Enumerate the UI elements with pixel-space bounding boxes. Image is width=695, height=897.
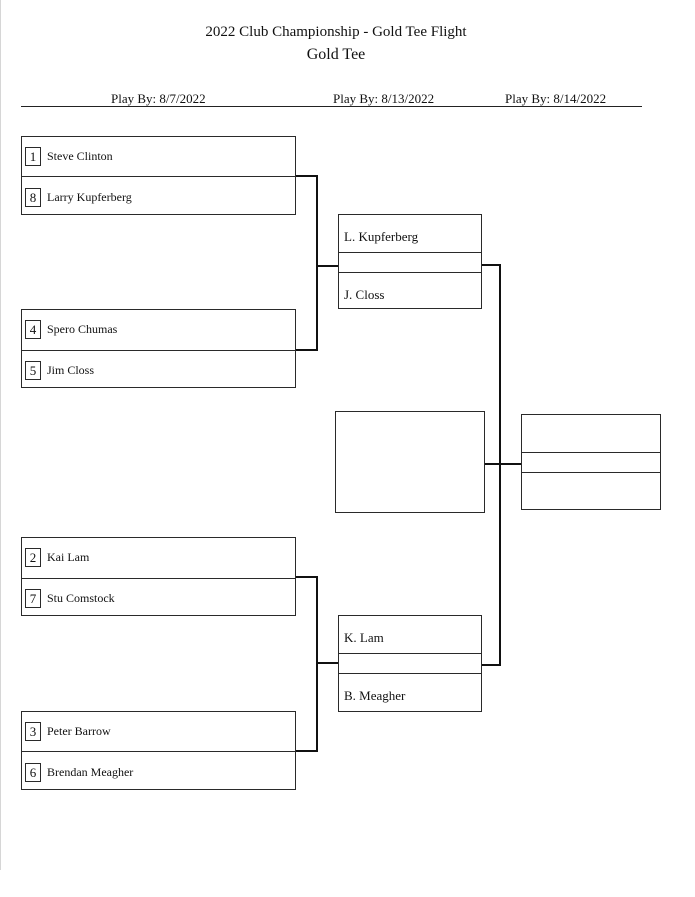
champion-divider [522,472,660,473]
seed-badge: 6 [25,763,41,782]
semifinalist-name: J. Closs [344,287,385,302]
bracket-connector [296,349,317,351]
bracket-connector [316,576,318,752]
header-rule [21,106,642,107]
round1-play-by: Play By: 8/7/2022 [111,91,206,106]
player-name: Stu Comstock [47,591,115,605]
champion-box [521,414,661,510]
semifinal-2-box: K. Lam B. Meagher [338,615,482,712]
seed-badge: 4 [25,320,41,339]
round3-play-by: Play By: 8/14/2022 [505,91,607,106]
semifinal-1-box: L. Kupferberg J. Closs [338,214,482,309]
seed-badge: 3 [25,722,41,741]
bracket-connector [499,264,501,666]
match-divider [339,673,481,674]
bracket-connector [316,175,318,351]
seed-badge: 8 [25,188,41,207]
bracket-connector [316,662,338,664]
seed-badge: 2 [25,548,41,567]
match-divider [22,350,295,351]
player-name: Kai Lam [47,550,90,564]
match-divider [339,653,481,654]
match-divider [339,272,481,273]
seed-badge: 7 [25,589,41,608]
bracket-connector [482,264,501,266]
player-name: Jim Closs [47,363,95,377]
seed-badge: 1 [25,147,41,166]
bracket-connector [296,750,317,752]
page-edge [0,0,1,870]
bracket-subtitle: Gold Tee [306,46,366,63]
bracket-connector [296,576,317,578]
player-name: Spero Chumas [47,322,118,336]
match-divider [22,578,295,579]
semifinalist-name: B. Meagher [344,688,406,703]
player-name: Larry Kupferberg [47,190,132,204]
match-2-box: 4 Spero Chumas 5 Jim Closs [21,309,296,388]
semifinalist-name: K. Lam [344,630,384,645]
match-divider [22,751,295,752]
round2-play-by: Play By: 8/13/2022 [333,91,435,106]
match-1-box: 1 Steve Clinton 8 Larry Kupferberg [21,136,296,215]
match-3-box: 2 Kai Lam 7 Stu Comstock [21,537,296,616]
player-name: Steve Clinton [47,149,113,163]
player-name: Brendan Meagher [47,765,134,779]
bracket-connector [316,265,338,267]
bracket-connector [482,664,501,666]
seed-badge: 5 [25,361,41,380]
bracket-title: 2022 Club Championship - Gold Tee Flight [205,24,467,40]
semifinalist-name: L. Kupferberg [344,229,419,244]
bracket-connector [296,175,317,177]
player-name: Peter Barrow [47,724,111,738]
match-4-box: 3 Peter Barrow 6 Brendan Meagher [21,711,296,790]
match-divider [22,176,295,177]
bracket-connector [485,463,521,465]
match-divider [339,252,481,253]
final-match-box [335,411,485,513]
champion-divider [522,452,660,453]
